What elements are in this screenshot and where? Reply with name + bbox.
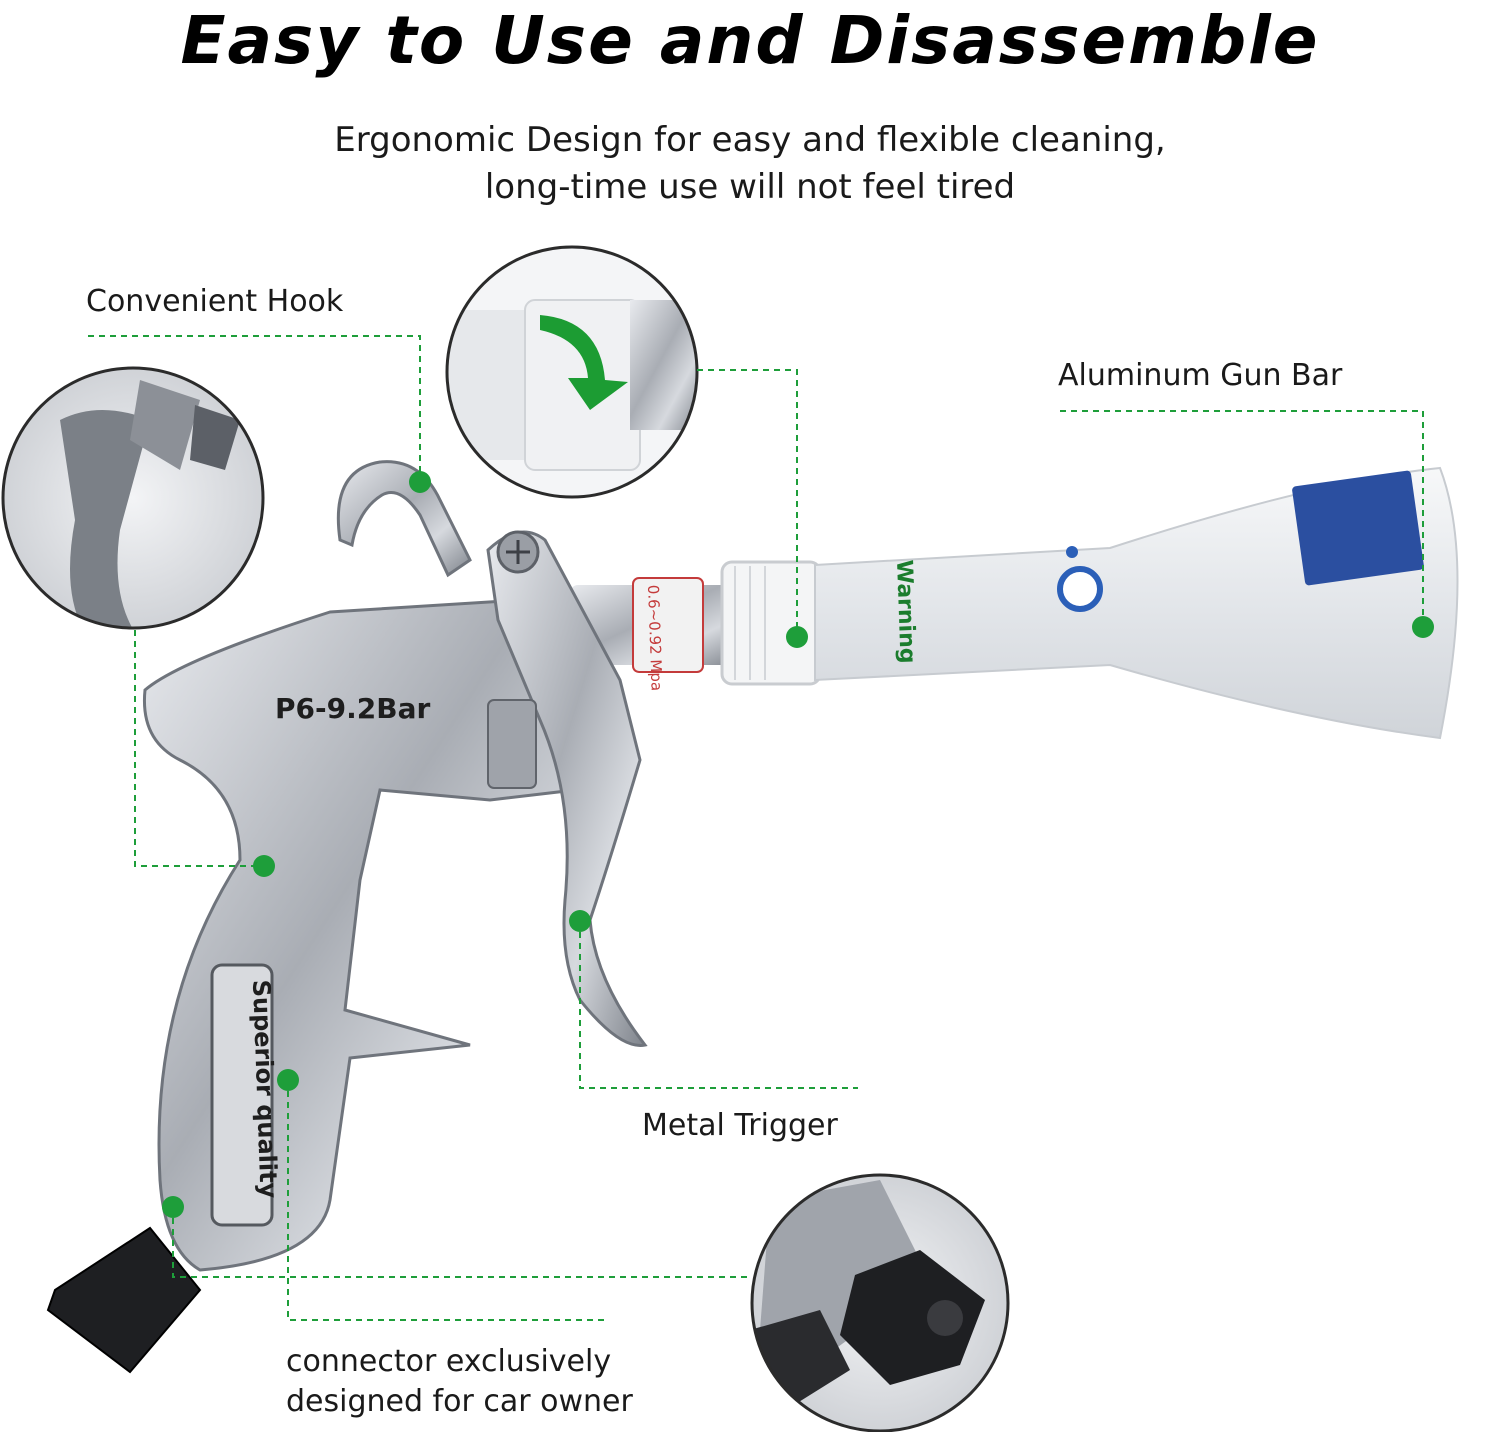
trigger-label: Metal Trigger — [642, 1108, 838, 1143]
gun-bar-nozzle — [570, 466, 1459, 740]
callout-dots — [162, 471, 1434, 1218]
page-title: Easy to Use and Disassemble — [180, 2, 1320, 79]
connector-label: connector exclusively designed for car o… — [286, 1342, 633, 1422]
callout-lines — [88, 335, 1424, 1321]
disassembly-zoom-circle — [445, 245, 699, 499]
warning-text: Warning — [891, 559, 920, 664]
connector-label-line-2: designed for car owner — [286, 1384, 633, 1419]
pressure-rating-text: P6-9.2Bar — [275, 692, 430, 725]
connector-label-line-1: connector exclusively — [286, 1344, 612, 1379]
subtitle-line-2: long-time use will not feel tired — [484, 167, 1016, 207]
hook-label: Convenient Hook — [86, 284, 344, 319]
hook-zoom-circle — [1, 366, 265, 630]
connector-zoom-circle — [750, 1173, 1010, 1432]
subtitle-line-1: Ergonomic Design for easy and flexible c… — [334, 120, 1166, 160]
page-subtitle: Ergonomic Design for easy and flexible c… — [0, 117, 1500, 211]
pressure-band-text: 0.6~0.92 Mpa — [644, 585, 666, 692]
gun-body — [46, 460, 648, 1374]
gun-bar-label: Aluminum Gun Bar — [1058, 358, 1343, 393]
